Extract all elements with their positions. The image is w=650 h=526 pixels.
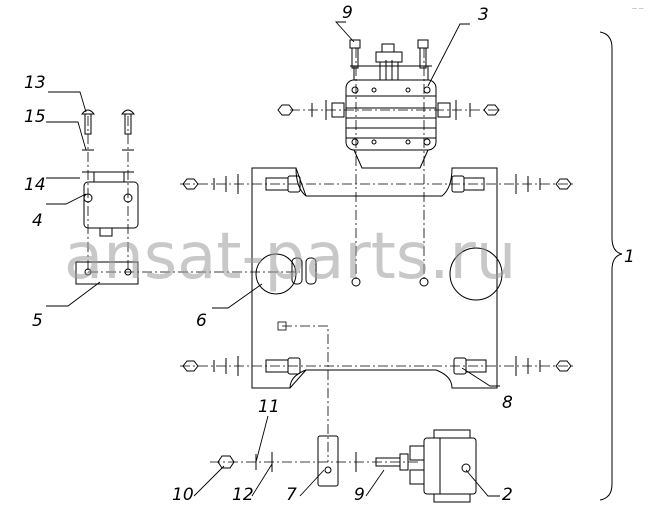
callout-1: 1	[624, 247, 635, 267]
leader-9-top	[334, 21, 355, 43]
leader-4	[46, 193, 87, 205]
callout-3: 3	[478, 5, 489, 25]
callout-13: 13	[24, 73, 46, 93]
leader-2	[465, 469, 500, 497]
screw-top-right	[417, 39, 429, 69]
leader-15	[46, 121, 87, 151]
plate-hole-left	[255, 253, 297, 295]
connector-block	[409, 429, 477, 503]
callout-4: 4	[32, 211, 43, 231]
voltage-regulator	[345, 43, 437, 169]
callout-7: 7	[286, 485, 297, 505]
screw-top-left	[349, 39, 361, 69]
callout-11: 11	[258, 397, 280, 417]
callout-9-bottom: 9	[354, 485, 365, 505]
corner-mark: — —	[632, 6, 644, 12]
callout-6: 6	[196, 311, 207, 331]
plate-slot-left	[291, 257, 303, 285]
leader-10	[193, 465, 225, 497]
leader-11	[255, 415, 269, 463]
plate-slot-right	[305, 257, 317, 285]
callout-15: 15	[24, 107, 46, 127]
callout-9-top: 9	[342, 3, 353, 23]
callout-12: 12	[232, 485, 254, 505]
plate-hole-large	[449, 247, 503, 301]
bracket-7	[317, 435, 339, 487]
callout-2: 2	[502, 485, 513, 505]
relay-bracket	[75, 261, 139, 285]
leader-8	[461, 367, 500, 387]
leader-6	[212, 283, 263, 309]
leader-13	[48, 91, 87, 113]
callout-10: 10	[172, 485, 194, 505]
leader-12	[251, 463, 273, 497]
watermark-text: ansat-parts.ru	[64, 220, 516, 294]
mounting-plate	[251, 167, 503, 389]
callout-14: 14	[24, 175, 46, 195]
callout-8: 8	[502, 393, 513, 413]
leader-5	[46, 281, 101, 307]
leader-7	[299, 469, 325, 497]
leader-9-bottom	[365, 469, 385, 497]
callout-5: 5	[32, 311, 43, 331]
leader-3	[427, 23, 470, 87]
assembly-brace	[599, 31, 623, 501]
